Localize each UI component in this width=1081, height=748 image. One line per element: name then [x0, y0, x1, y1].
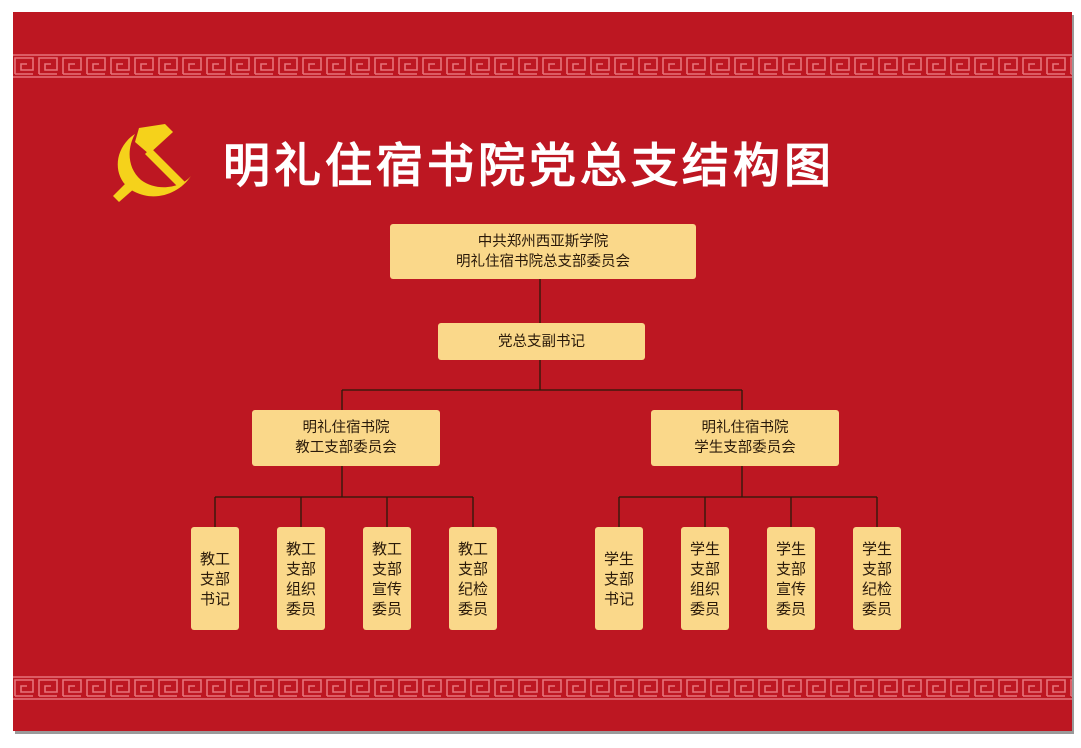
role-line: 组织	[285, 579, 316, 598]
role-line: 学生	[689, 539, 720, 558]
role-line: 学生	[775, 539, 806, 558]
branch-line-2: 学生支部委员会	[694, 440, 796, 456]
role-line: 教工	[457, 539, 488, 558]
branch-line-1: 明礼住宿书院	[302, 420, 390, 436]
role-line: 支部	[371, 559, 402, 578]
root-node: 中共郑州西亚斯学院 明礼住宿书院总支部委员会	[390, 224, 696, 279]
role-line: 学生	[603, 549, 634, 568]
role-node: 教工 支部 宣传 委员	[363, 527, 411, 630]
role-line: 支部	[861, 559, 892, 578]
role-node: 学生 支部 纪检 委员	[853, 527, 901, 630]
branch-node-students: 明礼住宿书院 学生支部委员会	[651, 410, 839, 466]
role-line: 委员	[689, 599, 720, 618]
role-line: 教工	[371, 539, 402, 558]
role-node: 学生 支部 书记	[595, 527, 643, 630]
page-title: 明礼住宿书院党总支结构图	[223, 138, 835, 194]
connector-lines	[214, 279, 878, 527]
hammer-sickle-icon	[113, 124, 191, 202]
role-line: 书记	[603, 589, 634, 608]
decorative-border-top	[13, 54, 1072, 78]
role-line: 支部	[775, 559, 806, 578]
role-node: 教工 支部 书记	[191, 527, 239, 630]
role-line: 支部	[603, 569, 634, 588]
decorative-border-bottom	[13, 676, 1072, 700]
role-line: 组织	[689, 579, 720, 598]
role-node: 学生 支部 宣传 委员	[767, 527, 815, 630]
role-node: 学生 支部 组织 委员	[681, 527, 729, 630]
branch-line-1: 明礼住宿书院	[701, 420, 789, 436]
root-line-2: 明礼住宿书院总支部委员会	[456, 253, 630, 270]
org-chart-board: 明礼住宿书院党总支结构图 中共郑州西亚斯学院	[13, 12, 1072, 731]
role-line: 支部	[199, 569, 230, 588]
role-node: 教工 支部 组织 委员	[277, 527, 325, 630]
role-line: 教工	[199, 549, 230, 568]
role-line: 宣传	[775, 579, 806, 598]
root-line-1: 中共郑州西亚斯学院	[477, 233, 609, 250]
role-node: 教工 支部 纪检 委员	[449, 527, 497, 630]
role-line: 委员	[775, 599, 806, 618]
role-line: 书记	[199, 589, 230, 608]
role-line: 学生	[861, 539, 892, 558]
role-line: 支部	[285, 559, 316, 578]
title-area: 明礼住宿书院党总支结构图	[105, 116, 835, 206]
secretary-node: 党总支副书记	[438, 323, 645, 360]
role-line: 教工	[285, 539, 316, 558]
role-line: 支部	[457, 559, 488, 578]
branch-node-staff: 明礼住宿书院 教工支部委员会	[252, 410, 440, 466]
role-line: 委员	[457, 599, 488, 618]
secretary-label: 党总支副书记	[498, 333, 585, 350]
role-line: 委员	[285, 599, 316, 618]
role-line: 委员	[861, 599, 892, 618]
branch-line-2: 教工支部委员会	[295, 440, 397, 456]
role-line: 支部	[689, 559, 720, 578]
role-line: 纪检	[457, 579, 488, 598]
role-line: 委员	[371, 599, 402, 618]
role-line: 宣传	[371, 579, 402, 598]
role-line: 纪检	[861, 579, 892, 598]
